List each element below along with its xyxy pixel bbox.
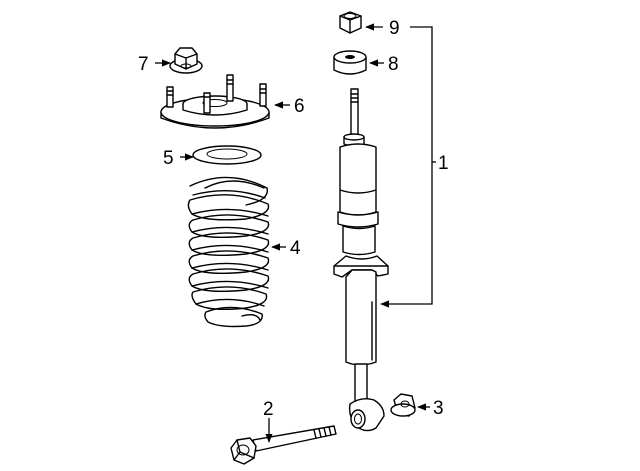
part-9-top-nut[interactable] <box>339 11 362 34</box>
part-6-upper-mount[interactable] <box>160 74 270 129</box>
callout-4: 4 <box>290 238 301 259</box>
callout-1: 1 <box>438 153 449 174</box>
part-4-coil-spring[interactable] <box>187 176 270 328</box>
part-5-insulator[interactable] <box>192 145 262 165</box>
part-2-bolt[interactable] <box>230 425 337 465</box>
leader-lines <box>155 23 436 443</box>
callout-3: 3 <box>433 398 444 419</box>
callout-9: 9 <box>389 18 400 39</box>
part-3-lower-nut[interactable] <box>390 393 416 417</box>
callout-8: 8 <box>388 54 399 75</box>
callout-5: 5 <box>163 148 174 169</box>
part-8-bushing[interactable] <box>333 50 367 75</box>
callout-2: 2 <box>263 399 274 420</box>
callout-6: 6 <box>294 96 305 117</box>
part-7-flange-nut[interactable] <box>169 47 203 74</box>
part-1-strut-assembly[interactable] <box>333 88 389 432</box>
callout-labels: 1 2 3 4 5 6 7 8 9 <box>138 18 449 420</box>
callout-7: 7 <box>138 54 149 75</box>
